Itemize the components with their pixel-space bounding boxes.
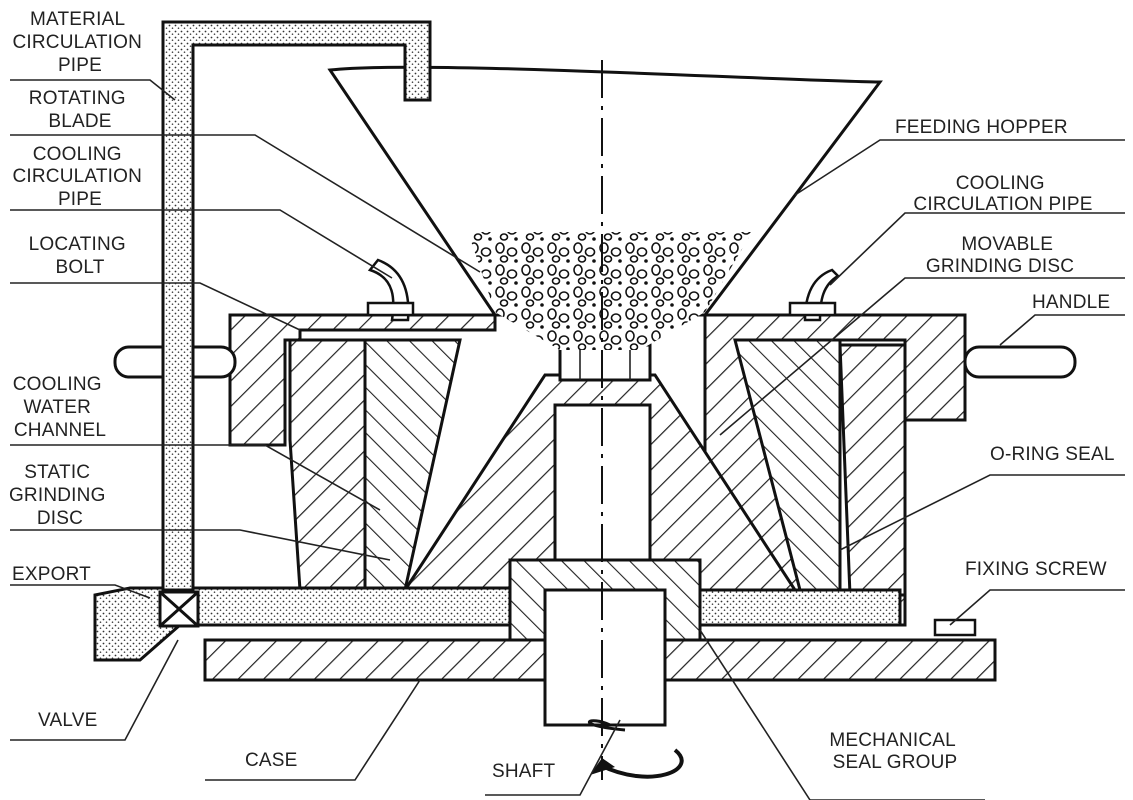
label-shaft: SHAFT [492, 761, 555, 782]
label-material-circulation-pipe: MATERIAL CIRCULATION PIPE [12, 9, 147, 76]
right-channel [688, 588, 902, 627]
right-housing-wall [838, 343, 907, 597]
label-cooling-circulation-pipe-left: COOLING CIRCULATION PIPE [12, 144, 147, 210]
export-channel [93, 586, 522, 662]
labels: MATERIAL CIRCULATION PIPE ROTATING BLADE… [9, 9, 1115, 782]
label-static-grinding-disc: STATIC GRINDING DISC [9, 462, 111, 529]
label-o-ring-seal: O-RING SEAL [990, 444, 1115, 465]
label-cooling-water-channel: COOLING WATER CHANNEL [13, 374, 108, 441]
material-circulation-pipe [161, 20, 432, 592]
label-movable-grinding-disc: MOVABLE GRINDING DISC [926, 234, 1074, 277]
label-locating-bolt: LOCATING BOLT [29, 234, 132, 278]
handle-right [963, 345, 1077, 379]
mill-drawing [93, 20, 1077, 780]
label-valve: VALVE [38, 710, 97, 731]
leader-lines [10, 79, 1125, 800]
hopper-material [468, 232, 752, 350]
label-handle: HANDLE [1032, 292, 1110, 313]
rotation-arrow [599, 748, 684, 779]
feeding-hopper [327, 65, 883, 317]
label-rotating-blade: ROTATING BLADE [29, 88, 131, 132]
label-fixing-screw: FIXING SCREW [965, 559, 1107, 580]
label-case: CASE [245, 750, 298, 771]
hex-nut [558, 343, 652, 382]
label-export: EXPORT [12, 564, 91, 585]
fixing-screw [933, 618, 977, 637]
label-feeding-hopper: FEEDING HOPPER [895, 117, 1068, 138]
label-mechanical-seal-group: MECHANICAL SEAL GROUP [829, 730, 960, 773]
shaft [543, 588, 667, 727]
label-cooling-circulation-pipe-right: COOLING CIRCULATION PIPE [913, 173, 1092, 215]
